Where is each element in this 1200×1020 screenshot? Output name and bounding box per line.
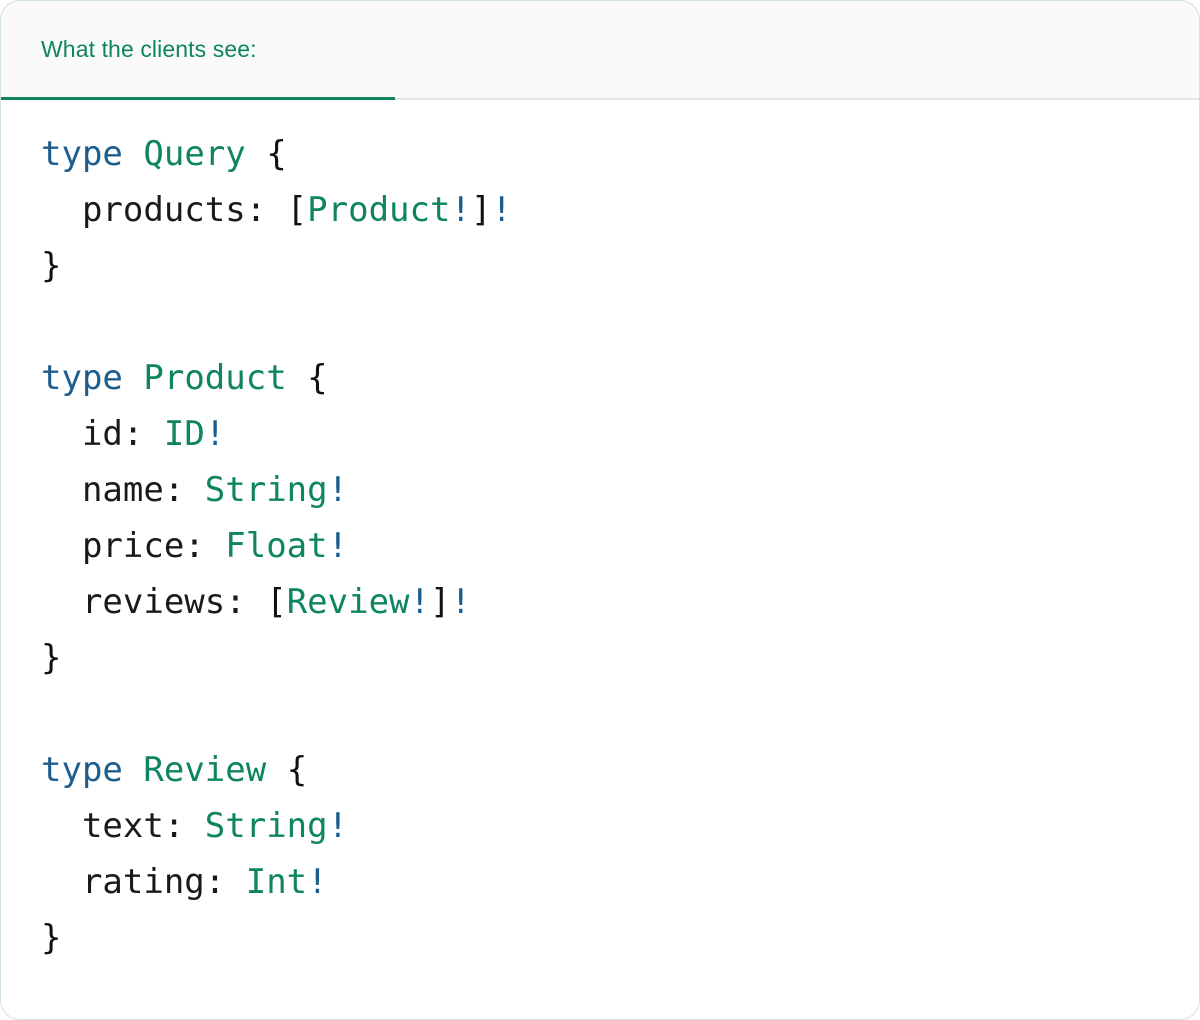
code-token-punct: ]	[470, 190, 492, 230]
code-token-punct: }	[41, 638, 62, 678]
code-line: products: [Product!]!	[41, 182, 1159, 238]
code-token-type: String	[204, 806, 328, 846]
code-token-type: Float	[225, 526, 328, 566]
code-token-punct	[41, 190, 82, 230]
code-line: name: String!	[41, 462, 1159, 518]
code-token-kw: type	[41, 134, 123, 174]
code-line: type Product {	[41, 350, 1159, 406]
code-token-bang: !	[450, 582, 471, 622]
code-token-field: text:	[81, 806, 185, 846]
code-token-bang: !	[327, 806, 349, 846]
code-token-bang: !	[327, 470, 349, 510]
code-token-punct	[246, 134, 266, 174]
code-line: }	[41, 238, 1159, 294]
code-token-punct	[184, 470, 204, 510]
code-line: id: ID!	[41, 406, 1159, 462]
code-token-punct: {	[307, 358, 328, 398]
code-token-punct: [	[266, 582, 287, 622]
code-token-punct	[184, 806, 204, 846]
code-token-type: ID	[163, 414, 205, 454]
code-token-punct	[287, 358, 307, 398]
code-token-punct	[123, 134, 143, 174]
code-token-kw: type	[41, 358, 123, 398]
code-token-punct	[41, 862, 82, 902]
code-token-bang: !	[450, 190, 471, 230]
code-token-punct	[266, 190, 286, 230]
code-token-kw: type	[41, 750, 123, 790]
code-token-type: Int	[245, 862, 308, 902]
code-token-bang: !	[307, 862, 328, 902]
code-token-field: price:	[81, 526, 205, 566]
code-token-field: products:	[81, 190, 267, 230]
code-line: reviews: [Review!]!	[41, 574, 1159, 630]
code-line: text: String!	[41, 798, 1159, 854]
code-line	[41, 294, 1159, 350]
code-token-bang: !	[204, 414, 226, 454]
code-area: type Query { products: [Product!]!} type…	[1, 100, 1199, 966]
code-token-punct: [	[286, 190, 308, 230]
code-line	[41, 686, 1159, 742]
code-token-punct	[266, 750, 286, 790]
code-token-punct	[246, 582, 266, 622]
code-token-field: name:	[81, 470, 185, 510]
tab-label: What the clients see:	[41, 36, 257, 62]
code-token-punct	[205, 526, 225, 566]
code-line: type Review {	[41, 742, 1159, 798]
code-token-punct	[41, 806, 82, 846]
code-token-punct: }	[41, 918, 62, 958]
code-token-punct	[41, 582, 82, 622]
code-line: }	[41, 630, 1159, 686]
code-token-punct	[225, 862, 245, 902]
code-token-field: reviews:	[81, 582, 246, 622]
code-line: price: Float!	[41, 518, 1159, 574]
code-token-type: Review	[286, 582, 410, 622]
code-token-punct: }	[41, 246, 62, 286]
code-line: rating: Int!	[41, 854, 1159, 910]
code-token-field: rating:	[81, 862, 226, 902]
code-token-punct: {	[286, 750, 308, 790]
code-line: }	[41, 910, 1159, 966]
code-token-punct	[41, 526, 82, 566]
code-token-bang: !	[409, 582, 430, 622]
code-token-punct	[41, 414, 82, 454]
code-token-type: Query	[143, 134, 246, 174]
code-token-punct: {	[266, 134, 287, 174]
tab-what-the-clients-see[interactable]: What the clients see:	[1, 1, 395, 100]
code-token-punct	[123, 750, 143, 790]
code-token-punct	[143, 414, 163, 454]
tab-bar: What the clients see:	[1, 1, 1199, 100]
graphql-schema-code: type Query { products: [Product!]!} type…	[41, 126, 1159, 966]
code-token-bang: !	[491, 190, 512, 230]
code-token-type: Review	[143, 750, 267, 790]
code-token-punct: ]	[430, 582, 451, 622]
code-token-field: id:	[81, 414, 144, 454]
code-token-type: String	[204, 470, 328, 510]
code-token-punct	[123, 358, 143, 398]
code-token-type: Product	[143, 358, 287, 398]
code-line: type Query {	[41, 126, 1159, 182]
code-token-bang: !	[327, 526, 349, 566]
code-token-punct	[41, 470, 82, 510]
code-token-type: Product	[307, 190, 451, 230]
